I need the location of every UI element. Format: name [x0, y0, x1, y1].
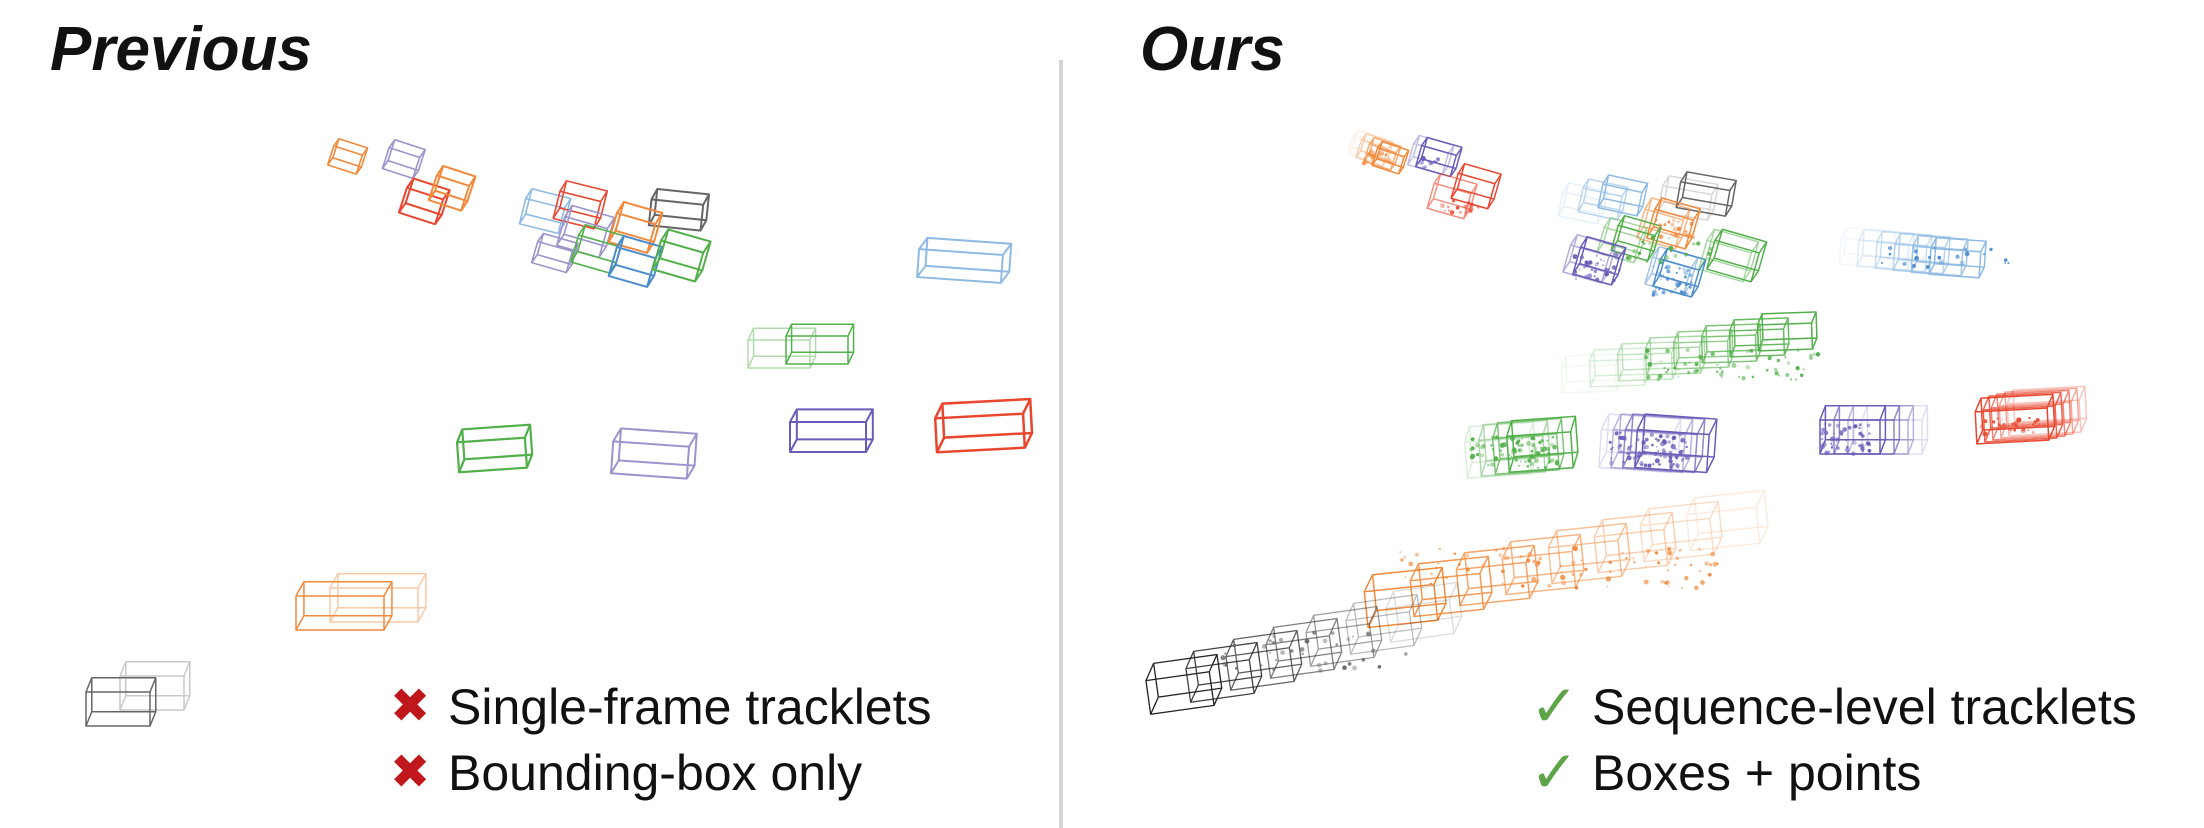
box-green-mid	[455, 423, 534, 474]
tracklet-green-cluster-2	[1706, 228, 1768, 283]
tracklet-purple-mid-2	[1833, 404, 1901, 455]
tracklet-red-mid	[1974, 393, 2056, 445]
ours-tracklet-scene	[1145, 128, 2088, 715]
tracklet-black-long-frame	[1345, 593, 1423, 655]
tracklet-orange-far	[1371, 140, 1410, 175]
tracklet-black-long-frame	[1385, 581, 1463, 643]
box-lavender-mid	[609, 427, 698, 480]
tracklet-green-cluster	[1610, 214, 1662, 262]
tracklet-black-long-frame	[1265, 617, 1343, 679]
points-red	[1440, 199, 1480, 215]
points-blue-cluster	[1651, 264, 1693, 297]
points-orange-long	[1399, 545, 1719, 590]
tracklet-orange-long-frame	[1685, 489, 1769, 552]
tracklet-red	[1450, 162, 1502, 210]
box-blue-long	[916, 236, 1013, 284]
tracklet-black-long-frame	[1145, 653, 1223, 715]
points-purple-cluster	[1571, 251, 1622, 283]
check-icon: ✓	[1530, 740, 1579, 805]
tracklet-red-mid	[1982, 391, 2064, 443]
panel-title-ours: Ours	[1140, 15, 1285, 84]
tracklet-orange-long-frame	[1639, 500, 1723, 563]
tracklet-orange-long-frame	[1547, 522, 1631, 585]
points-green-cluster	[1620, 235, 1714, 265]
legend-row-single-frame: ✖ Single-frame tracklets	[390, 674, 932, 740]
legend-row-bbox-only: ✖ Bounding-box only	[390, 740, 932, 806]
points-red-mid	[1979, 416, 2041, 437]
tracklet-green-long	[1560, 353, 1622, 394]
box-red	[397, 177, 451, 226]
tracklet-purple-cluster	[1572, 235, 1627, 286]
box-purple-far	[381, 138, 427, 180]
box-gray	[647, 187, 711, 232]
tracklet-red-mid	[1998, 387, 2080, 439]
points-green-mid	[1469, 435, 1561, 470]
legend-text-sequence-level: Sequence-level tracklets	[1592, 679, 2137, 735]
ours-legend: ✓ Sequence-level tracklets ✓ Boxes + poi…	[1530, 674, 2137, 806]
tracklet-gray	[119, 660, 191, 711]
tracklet-green-long	[1616, 341, 1678, 382]
tracklet-green-long	[1700, 323, 1762, 364]
tracklet-blue-long	[1838, 226, 1897, 269]
tracklet-purple-mid-2	[1847, 404, 1915, 455]
check-icon: ✓	[1530, 674, 1579, 739]
points-purple-mid-2	[1819, 423, 1872, 457]
cross-icon: ✖	[390, 680, 431, 733]
tracklet-purple-mid-2	[1861, 404, 1929, 455]
tracklet-blue-cluster	[1597, 174, 1649, 217]
tracklet-orange-long-frame	[1409, 555, 1493, 618]
tracklet-gray	[85, 676, 157, 727]
box-blue-2	[607, 234, 664, 288]
tracklet-purple-far	[1406, 134, 1455, 176]
tracklet-orange	[329, 572, 427, 623]
cross-icon: ✖	[390, 746, 431, 799]
points-purple-mid	[1608, 431, 1690, 470]
tracklet-black-long-frame	[1185, 641, 1263, 703]
legend-text-bbox-only: Bounding-box only	[448, 745, 863, 801]
legend-row-boxes-points: ✓ Boxes + points	[1530, 740, 2137, 806]
legend-text-single-frame: Single-frame tracklets	[448, 679, 932, 735]
previous-tracklet-scene	[85, 137, 1034, 727]
points-black-long	[1220, 630, 1408, 673]
tracklet-green-mid	[1506, 415, 1579, 473]
points-green-long	[1643, 348, 1821, 382]
points-orange-far	[1362, 148, 1392, 166]
legend-row-sequence-level: ✓ Sequence-level tracklets	[1530, 674, 2137, 740]
panel-divider	[1059, 60, 1063, 828]
tracklet-black-long-frame	[1225, 629, 1303, 691]
tracklet-blue-long	[1892, 232, 1951, 275]
box-purple-mid	[789, 408, 874, 453]
points-purple-far	[1419, 156, 1440, 170]
box-red-2	[552, 180, 609, 230]
tracklet-orange-cluster	[1645, 197, 1702, 250]
tracklet-gray-cluster	[1657, 175, 1719, 221]
box-orange	[427, 164, 477, 212]
tracklet-black-long-frame	[1305, 605, 1383, 667]
tracklet-orange	[295, 580, 393, 631]
tracklet-red-mid	[1990, 389, 2072, 441]
tracklet-green	[747, 327, 817, 369]
tracklet-blue-long	[1874, 230, 1933, 273]
legend-text-boxes-points: Boxes + points	[1592, 745, 1922, 801]
points-blue-long	[1880, 246, 2010, 269]
box-orange-far	[326, 137, 369, 175]
box-lavender	[555, 204, 616, 259]
box-lavender-2	[530, 232, 579, 274]
previous-legend: ✖ Single-frame tracklets ✖ Bounding-box …	[390, 674, 932, 806]
points-orange-cluster	[1655, 218, 1696, 239]
tracklet-orange-long-frame	[1593, 511, 1677, 574]
box-red-mid	[933, 397, 1034, 454]
tracklet-green	[785, 323, 855, 365]
tracklet-blue-long	[1910, 234, 1969, 277]
panel-title-previous: Previous	[50, 15, 312, 84]
tracklet-purple-mid	[1622, 413, 1706, 474]
box-green-2	[651, 228, 712, 283]
tracklet-green-long	[1756, 311, 1818, 352]
tracklet-blue-long	[1928, 236, 1987, 279]
